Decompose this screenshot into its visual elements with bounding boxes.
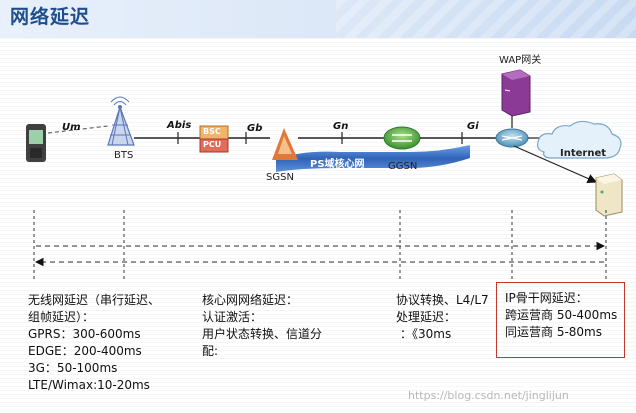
core-delay-line2: 用户状态转换、信道分 bbox=[202, 327, 323, 341]
core-delay-heading: 核心网网络延迟： bbox=[202, 293, 299, 307]
um-link-line bbox=[47, 125, 109, 134]
mobile-phone-icon bbox=[26, 124, 46, 162]
internet-label: Internet bbox=[560, 148, 607, 159]
pcu-label: PCU bbox=[203, 140, 222, 149]
bsc-label: BSC bbox=[203, 127, 221, 136]
router-server-arrow bbox=[513, 145, 598, 184]
server-icon bbox=[595, 173, 623, 217]
bts-label: BTS bbox=[114, 150, 134, 161]
ps-core-label: PS域核心网 bbox=[310, 159, 365, 170]
ggsn-label: GGSN bbox=[388, 161, 418, 172]
bts-tower-icon bbox=[107, 96, 135, 146]
gb-interface-label: Gb bbox=[247, 123, 263, 134]
wireless-delay-heading-cont: 组帧延迟）： bbox=[28, 310, 95, 324]
wap-gateway-icon bbox=[501, 69, 531, 117]
page-title: 网络延迟 bbox=[10, 6, 91, 28]
ip-backbone-highlight-box bbox=[496, 282, 625, 358]
ggsn-icon bbox=[383, 126, 421, 150]
gn-interface-label: Gn bbox=[333, 121, 349, 132]
wireless-delay-block: 无线网延迟（串行延迟、 组帧延迟）： GPRS：300-600ms EDGE：2… bbox=[28, 292, 160, 394]
core-delay-line3: 配: bbox=[202, 344, 219, 358]
protocol-delay-block: 协议转换、L4/L7 处理延迟： ：《30ms bbox=[396, 292, 489, 343]
protocol-delay-line1: 处理延迟： bbox=[396, 310, 457, 324]
wireless-delay-edge: EDGE：200-400ms bbox=[28, 344, 142, 358]
wireless-delay-lte: LTE/Wimax:10-20ms bbox=[28, 378, 150, 392]
protocol-delay-line2: ：《30ms bbox=[400, 327, 452, 341]
wireless-delay-heading: 无线网延迟（串行延迟、 bbox=[28, 293, 161, 307]
bsc-pcu-icon bbox=[199, 125, 229, 153]
wireless-delay-gprs: GPRS：300-600ms bbox=[28, 327, 141, 341]
watermark-text: https://blog.csdn.net/jinglijun bbox=[408, 389, 569, 402]
title-bar bbox=[0, 0, 636, 38]
router-icon bbox=[495, 128, 529, 148]
sgsn-icon bbox=[272, 128, 298, 160]
internet-cloud-icon bbox=[537, 120, 622, 159]
ip-backbone-same-carrier: 同运营商 5-80ms bbox=[505, 325, 602, 339]
wireless-delay-3g: 3G：50-100ms bbox=[28, 361, 118, 375]
um-interface-label: Um bbox=[62, 122, 81, 133]
protocol-delay-heading: 协议转换、L4/L7 bbox=[396, 293, 489, 307]
abis-interface-label: Abis bbox=[167, 120, 192, 131]
ip-backbone-delay-block: IP骨干网延迟： 跨运营商 50-400ms 同运营商 5-80ms bbox=[505, 290, 617, 341]
ps-core-band bbox=[276, 145, 470, 172]
wap-gateway-label: WAP网关 bbox=[499, 55, 542, 66]
ip-backbone-heading: IP骨干网延迟： bbox=[505, 291, 588, 305]
core-delay-line1: 认证激活： bbox=[202, 310, 263, 324]
sgsn-label: SGSN bbox=[266, 172, 294, 183]
gi-interface-label: Gi bbox=[467, 121, 479, 132]
core-delay-block: 核心网网络延迟： 认证激活： 用户状态转换、信道分 配: bbox=[202, 292, 322, 360]
ip-backbone-cross-carrier: 跨运营商 50-400ms bbox=[505, 308, 618, 322]
